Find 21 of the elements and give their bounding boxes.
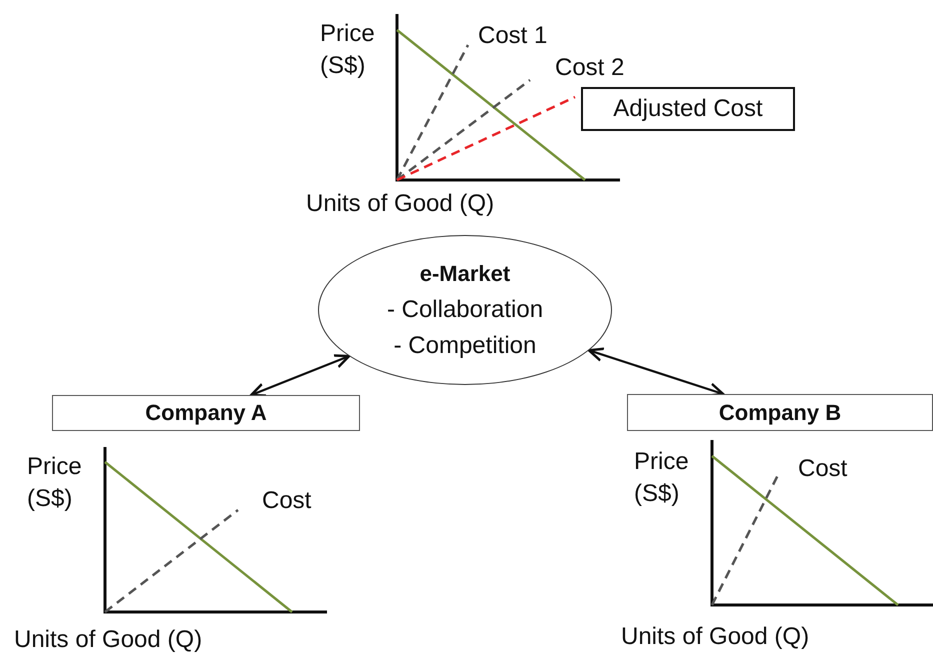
list-item: - Collaboration: [386, 295, 544, 325]
node-label: Company A: [145, 399, 267, 427]
callout-box: [581, 87, 795, 131]
series-label: Cost 1: [478, 21, 548, 51]
node-title: e-Market: [420, 260, 510, 288]
series-label: Cost: [262, 486, 312, 516]
axis-label: Price (S$): [634, 447, 690, 509]
axis-label: Price (S$): [27, 452, 83, 514]
series-label: Cost: [798, 454, 848, 484]
node-label: Company B: [718, 398, 842, 427]
axis-label: Units of Good (Q): [621, 622, 810, 652]
company-box: [627, 394, 933, 431]
axis-label: Price (S$): [320, 19, 376, 81]
list-item: - Competition: [394, 331, 536, 361]
series-label: Cost 2: [555, 53, 624, 83]
axis-label: Units of Good (Q): [306, 189, 494, 219]
double-arrow: [588, 348, 724, 397]
company-box: [52, 395, 360, 431]
axis-label: Units of Good (Q): [14, 625, 202, 655]
node-label: Adjusted Cost: [613, 94, 763, 124]
double-arrow: [250, 354, 350, 397]
